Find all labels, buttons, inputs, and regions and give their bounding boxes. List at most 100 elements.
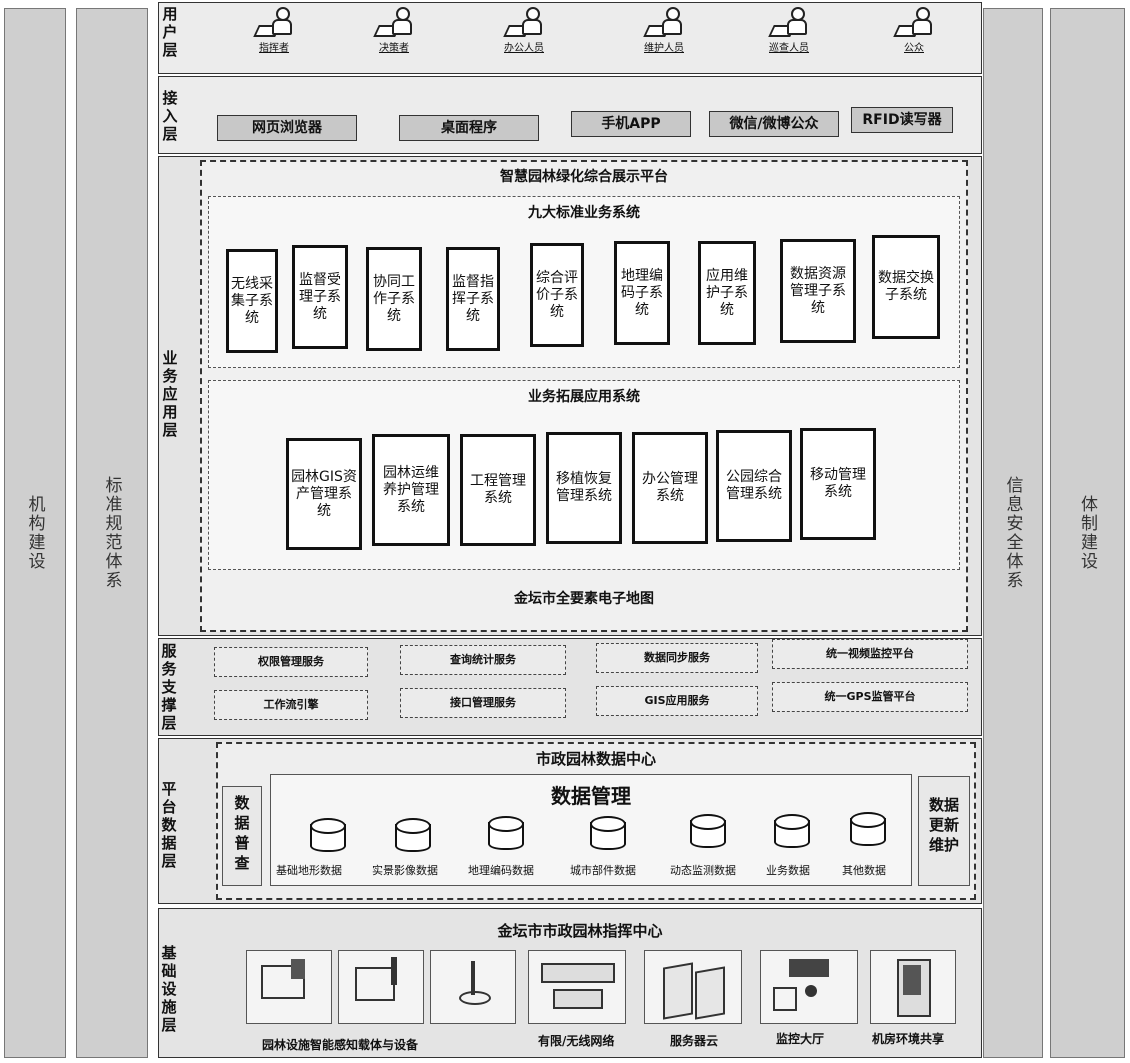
platform-title: 智慧园林绿化综合展示平台 xyxy=(500,169,668,185)
pillar-label: 标准规范体系 xyxy=(101,476,122,590)
database-label: 地理编码数据 xyxy=(468,864,534,877)
pillar-label: 信息安全体系 xyxy=(1002,476,1023,590)
person-icon xyxy=(373,5,414,37)
service-box: 权限管理服务 xyxy=(214,647,368,677)
access-wechat-weibo: 微信/微博公众 xyxy=(709,111,839,137)
database-icon xyxy=(850,812,886,848)
database-icon xyxy=(395,818,431,854)
access-desktop-app: 桌面程序 xyxy=(399,115,539,141)
system-box: 综合评价子系统 xyxy=(530,243,584,347)
user-decision-maker: 决策者 xyxy=(349,5,439,54)
sensor-icon xyxy=(391,957,397,985)
system-box: 协同工作子系统 xyxy=(366,247,422,351)
pillar-label: 体制建设 xyxy=(1077,495,1097,571)
person-icon xyxy=(893,5,934,37)
server-icon xyxy=(663,962,693,1020)
database-icon xyxy=(488,816,524,852)
layer-label: 基础设施层 xyxy=(161,944,177,1034)
pillar-info-security: 信息安全体系 xyxy=(983,8,1043,1058)
person-icon xyxy=(805,985,817,997)
person-icon xyxy=(773,987,797,1011)
network-panel xyxy=(528,950,626,1024)
extension-systems-title: 业务拓展应用系统 xyxy=(528,389,640,405)
router-icon xyxy=(541,963,615,983)
server-icon xyxy=(695,966,725,1020)
system-box: 监督受理子系统 xyxy=(292,245,348,349)
service-box: GIS应用服务 xyxy=(596,686,758,716)
server-room-panel xyxy=(870,950,956,1024)
antenna-icon xyxy=(459,991,491,1005)
service-box: 工作流引擎 xyxy=(214,690,368,720)
system-box: 园林运维养护管理系统 xyxy=(372,434,450,546)
map-title: 金坛市全要素电子地图 xyxy=(514,591,654,607)
data-survey-label: 数据普查 xyxy=(234,794,250,872)
user-inspector: 巡查人员 xyxy=(744,5,834,54)
data-center-title: 市政园林数据中心 xyxy=(535,750,656,768)
system-box: 办公管理系统 xyxy=(632,432,708,544)
data-management-title: 数据管理 xyxy=(551,784,631,808)
infra-label: 机房环境共享 xyxy=(872,1032,945,1046)
database-icon xyxy=(590,816,626,852)
access-rfid-reader: RFID读写器 xyxy=(851,107,953,133)
system-box: 数据资源管理子系统 xyxy=(780,239,856,343)
infra-label: 园林设施智能感知载体与设备 xyxy=(262,1038,419,1052)
infra-center-title: 金坛市市政园林指挥中心 xyxy=(497,922,663,940)
system-box: 园林GIS资产管理系统 xyxy=(286,438,362,550)
infra-label: 服务器云 xyxy=(670,1034,719,1048)
sensor-device-panel xyxy=(338,950,424,1024)
data-survey-box: 数据普查 xyxy=(222,786,262,886)
system-box: 应用维护子系统 xyxy=(698,241,756,345)
pillar-org-construction: 机构建设 xyxy=(4,8,66,1058)
service-box: 统一GPS监管平台 xyxy=(772,682,968,712)
sensor-device-panel xyxy=(430,950,516,1024)
pillar-system-construction: 体制建设 xyxy=(1050,8,1125,1058)
layer-label: 业务应用层 xyxy=(162,349,178,439)
cabinet-icon xyxy=(903,965,921,995)
database-icon xyxy=(310,818,346,854)
access-mobile-app: 手机APP xyxy=(571,111,691,137)
infra-label: 监控大厅 xyxy=(776,1032,825,1046)
user-office-staff: 办公人员 xyxy=(479,5,569,54)
system-box: 公园综合管理系统 xyxy=(716,430,792,542)
user-layer: 用户层 指挥者 决策者 办公人员 维护人员 巡查人员 公众 xyxy=(158,2,982,74)
server-panel xyxy=(644,950,742,1024)
system-box: 移动管理系统 xyxy=(800,428,876,540)
system-box: 移植恢复管理系统 xyxy=(546,432,622,544)
antenna-icon xyxy=(471,961,475,995)
sensor-icon xyxy=(355,967,395,1001)
database-label: 其他数据 xyxy=(842,864,886,877)
system-box: 工程管理系统 xyxy=(460,434,536,546)
sensor-device-panel xyxy=(246,950,332,1024)
user-maintenance-staff: 维护人员 xyxy=(619,5,709,54)
system-box: 监督指挥子系统 xyxy=(446,247,500,351)
infra-label: 有限/无线网络 xyxy=(538,1034,615,1048)
layer-label: 接入层 xyxy=(162,89,178,143)
database-label: 基础地形数据 xyxy=(276,864,342,877)
database-icon xyxy=(690,814,726,850)
person-icon xyxy=(643,5,684,37)
monitor-hall-panel xyxy=(760,950,858,1024)
service-box: 统一视频监控平台 xyxy=(772,639,968,669)
person-icon xyxy=(503,5,544,37)
layer-label: 用户层 xyxy=(162,5,178,59)
pillar-label: 机构建设 xyxy=(24,495,45,571)
standard-systems-title: 九大标准业务系统 xyxy=(528,205,640,221)
data-update-box: 数据更新维护 xyxy=(918,776,970,886)
user-commander: 指挥者 xyxy=(229,5,319,54)
person-icon xyxy=(768,5,809,37)
person-icon xyxy=(253,5,294,37)
database-label: 实景影像数据 xyxy=(372,864,438,877)
database-icon xyxy=(774,814,810,850)
user-public: 公众 xyxy=(869,5,959,54)
service-box: 数据同步服务 xyxy=(596,643,758,673)
layer-label: 服务支撑层 xyxy=(161,642,177,732)
sensor-icon xyxy=(261,965,305,999)
sensor-icon xyxy=(291,959,305,979)
database-label: 动态监测数据 xyxy=(670,864,736,877)
access-layer: 接入层 网页浏览器 桌面程序 手机APP 微信/微博公众 RFID读写器 xyxy=(158,76,982,154)
service-box: 查询统计服务 xyxy=(400,645,566,675)
database-label: 城市部件数据 xyxy=(570,864,636,877)
database-label: 业务数据 xyxy=(766,864,810,877)
data-update-label: 数据更新维护 xyxy=(928,796,959,854)
system-box: 地理编码子系统 xyxy=(614,241,670,345)
